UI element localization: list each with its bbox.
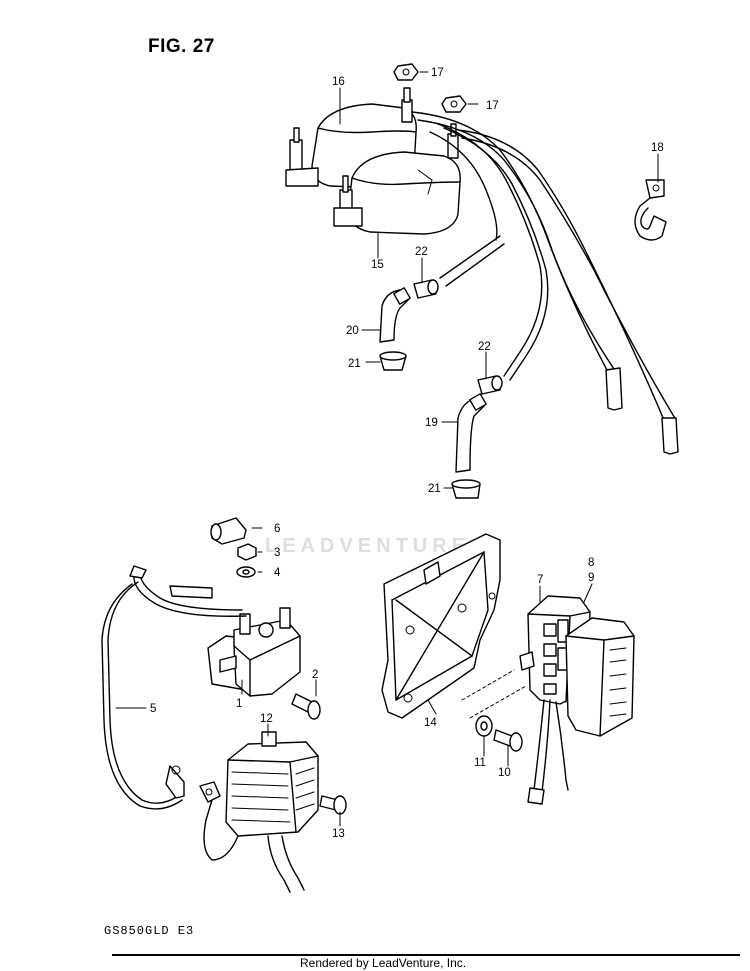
callout-7[interactable]: 7 xyxy=(537,574,543,586)
boot-22-lower[interactable] xyxy=(477,375,503,395)
nut-17-lower[interactable] xyxy=(441,95,467,113)
callout-8[interactable]: 8 xyxy=(588,557,594,569)
regulator-rectifier[interactable] xyxy=(225,731,319,837)
washer-4[interactable] xyxy=(236,566,256,578)
callout-3[interactable]: 3 xyxy=(274,547,280,559)
callout-13[interactable]: 13 xyxy=(332,828,345,840)
alignment-lines xyxy=(461,669,527,719)
watermark: LEADVENTURE xyxy=(265,535,471,557)
fuse-box-cover[interactable] xyxy=(565,617,635,737)
plug-cap-19[interactable] xyxy=(455,393,487,473)
mounting-plate[interactable] xyxy=(381,533,501,719)
callout-4[interactable]: 4 xyxy=(274,567,281,579)
callout-17-lower[interactable]: 17 xyxy=(486,100,499,112)
leader-lines xyxy=(115,71,659,827)
callout-2[interactable]: 2 xyxy=(312,669,318,681)
model-code: GS850GLD E3 xyxy=(104,924,195,938)
bolt-2[interactable] xyxy=(291,693,321,720)
callout-14[interactable]: 14 xyxy=(424,717,437,729)
bottom-rule xyxy=(112,954,740,956)
terminal-cap-6[interactable] xyxy=(210,517,247,545)
boot-22-upper[interactable] xyxy=(413,279,439,299)
callout-22-lower[interactable]: 22 xyxy=(478,341,491,353)
callout-21-upper[interactable]: 21 xyxy=(348,358,361,370)
callout-20[interactable]: 20 xyxy=(346,325,359,337)
callout-15[interactable]: 15 xyxy=(371,259,384,271)
callout-16[interactable]: 16 xyxy=(332,76,345,88)
high-tension-leads xyxy=(411,111,679,455)
render-credit: Rendered by LeadVenture, Inc. xyxy=(300,956,467,970)
lead-wire-5[interactable] xyxy=(101,565,247,810)
callout-11[interactable]: 11 xyxy=(474,757,486,769)
callout-1[interactable]: 1 xyxy=(236,698,242,710)
fuse-box-harness xyxy=(527,699,569,805)
regulator-harness xyxy=(199,781,305,893)
bolt-13[interactable] xyxy=(319,795,347,815)
callout-17-upper[interactable]: 17 xyxy=(431,67,444,79)
callout-6[interactable]: 6 xyxy=(274,523,280,535)
callout-10[interactable]: 10 xyxy=(498,767,511,779)
callout-5[interactable]: 5 xyxy=(150,703,156,715)
nut-17-upper[interactable] xyxy=(393,63,419,81)
boot-21-upper[interactable] xyxy=(379,351,407,371)
washer-11[interactable] xyxy=(475,715,493,737)
bolt-10[interactable] xyxy=(493,729,523,752)
callout-22-upper[interactable]: 22 xyxy=(415,246,428,258)
nut-3[interactable] xyxy=(237,543,257,561)
plug-cap-20[interactable] xyxy=(379,287,411,343)
callout-labels: 16 17 17 18 15 22 20 21 22 19 21 6 3 4 2… xyxy=(150,67,664,840)
callout-21-lower[interactable]: 21 xyxy=(428,483,441,495)
figure-title: FIG. 27 xyxy=(148,36,215,57)
callout-9[interactable]: 9 xyxy=(588,572,594,584)
callout-19[interactable]: 19 xyxy=(425,417,438,429)
clamp-18[interactable] xyxy=(634,179,667,241)
boot-21-lower[interactable] xyxy=(451,479,481,499)
starter-relay[interactable] xyxy=(207,607,301,697)
callout-18[interactable]: 18 xyxy=(651,142,664,154)
callout-12[interactable]: 12 xyxy=(260,713,273,725)
